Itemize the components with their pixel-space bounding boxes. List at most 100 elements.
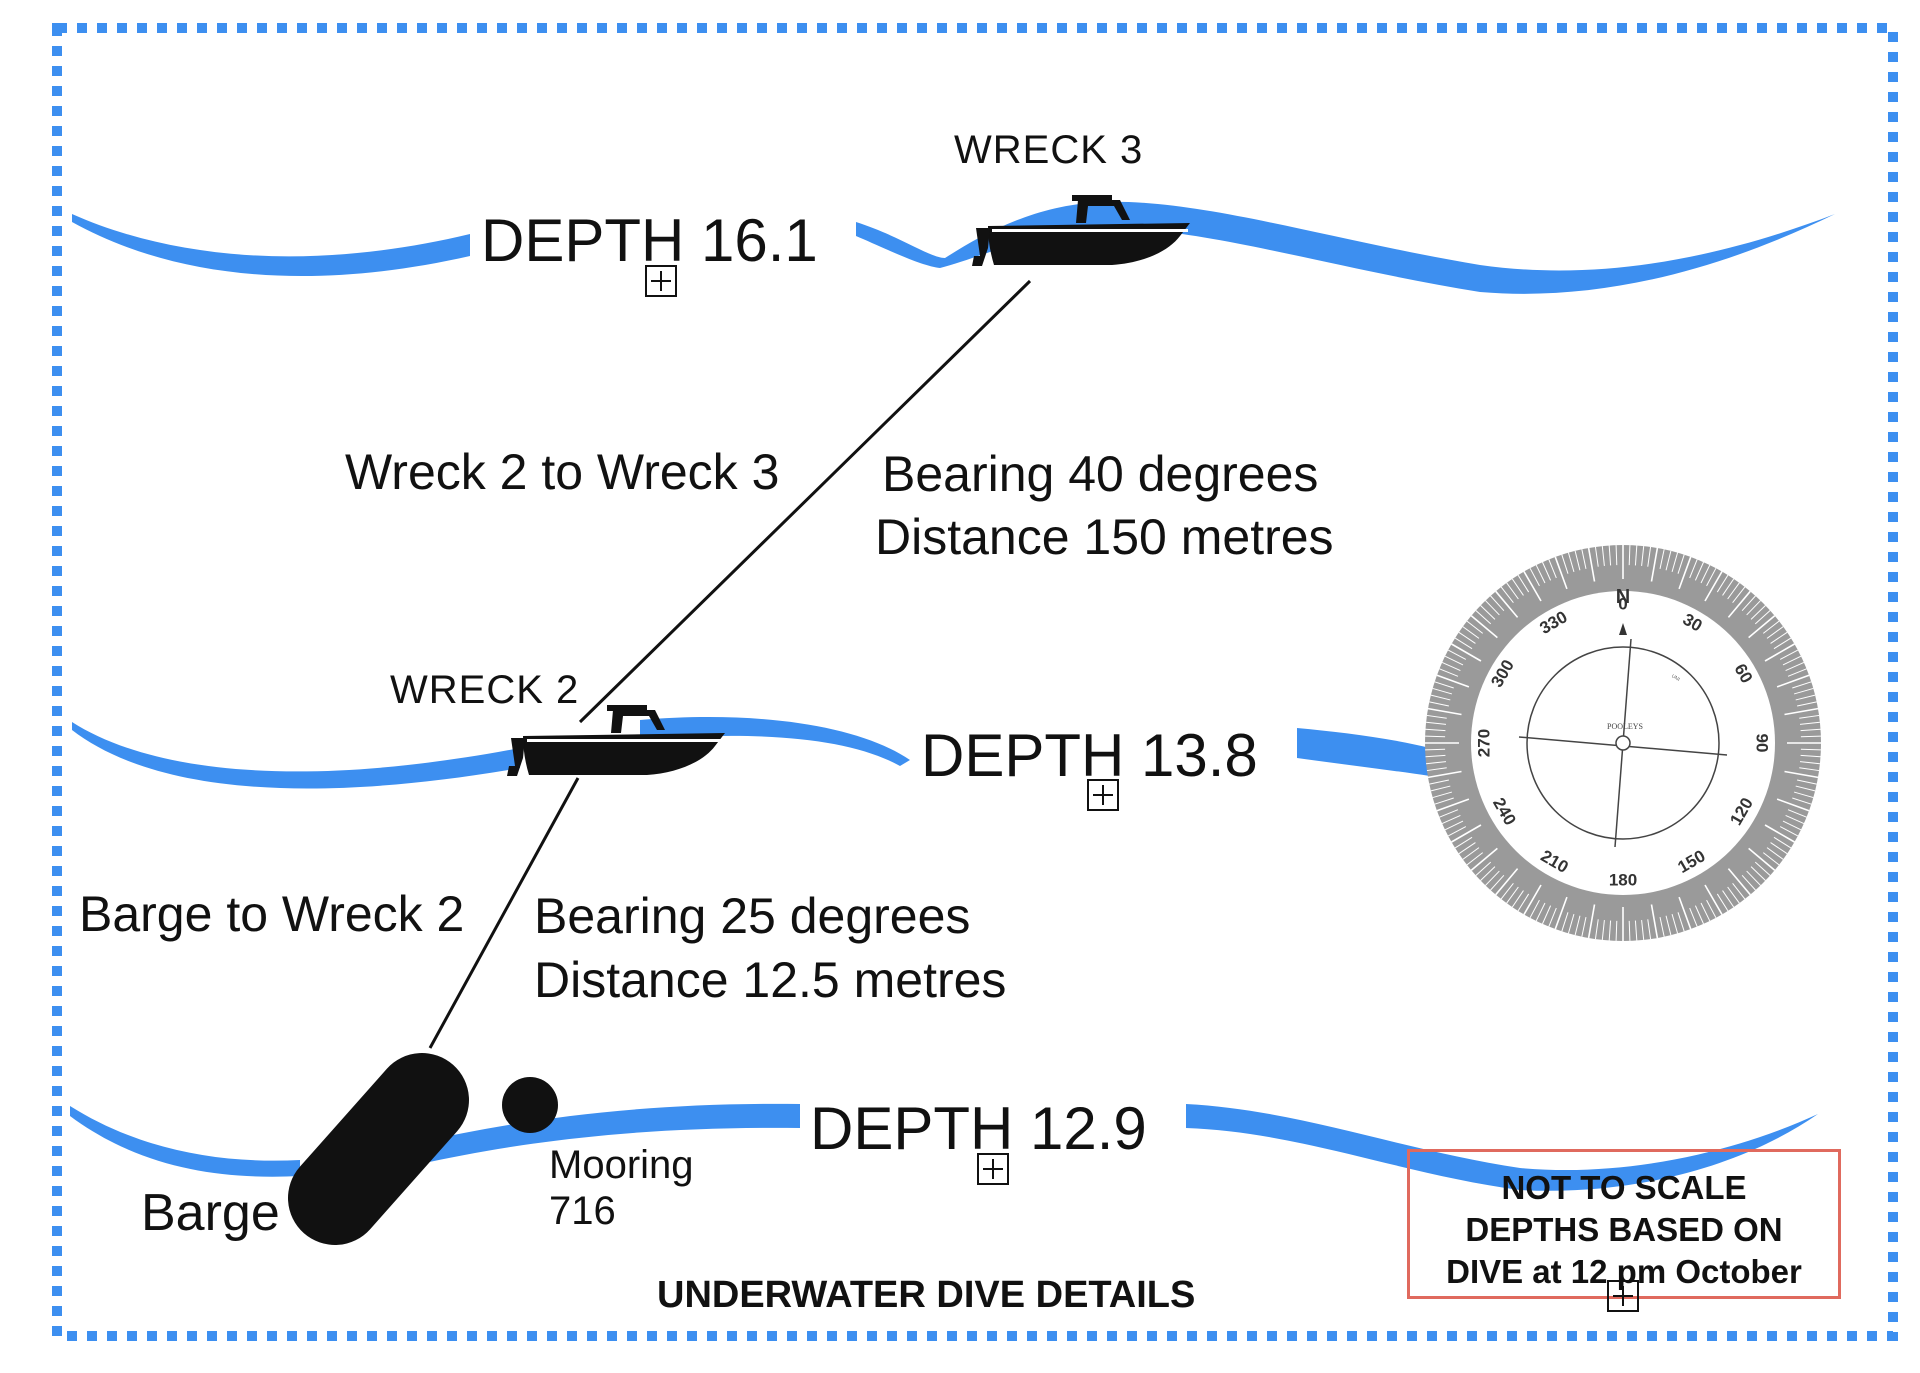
compass-tick — [1746, 600, 1761, 616]
compass-tick — [1694, 905, 1704, 925]
compass-tick — [1792, 681, 1812, 689]
compass-tick — [1797, 701, 1817, 707]
compass-tick — [1641, 546, 1645, 567]
compass-tick — [1779, 826, 1799, 837]
compass-tick — [1792, 797, 1812, 805]
compass-tick — [1535, 564, 1546, 584]
barge-label: Barge — [141, 1184, 280, 1242]
compass-tick — [1671, 913, 1679, 934]
compass-tick — [1485, 600, 1500, 616]
compass-tick — [1647, 919, 1652, 940]
compass-tick — [1634, 920, 1638, 941]
route-w2-w3-bearing: Bearing 40 degrees — [882, 446, 1319, 502]
compass-tick — [1762, 852, 1780, 866]
compass-tick — [1628, 545, 1631, 566]
compass-small-text: UNI — [1670, 673, 1680, 683]
compass-tick — [1517, 574, 1530, 593]
compass-tick — [1425, 754, 1446, 758]
barge-shape — [288, 1053, 469, 1245]
wreck3-boat-icon — [972, 195, 1190, 266]
compass-label-0: 0 — [1618, 594, 1627, 613]
compass-tick — [1678, 556, 1692, 590]
compass-tick — [1727, 868, 1751, 896]
compass-tick — [1776, 798, 1810, 812]
compass-tick — [1567, 913, 1575, 934]
compass-tick — [1594, 546, 1599, 567]
compass-tick — [1647, 546, 1652, 567]
compass-tick — [1800, 735, 1821, 738]
compass-tick — [1704, 884, 1723, 915]
compass-tick — [1641, 919, 1645, 940]
compass-tick — [1741, 874, 1756, 891]
compass-tick — [1426, 767, 1447, 772]
route-barge-w2-name: Barge to Wreck 2 — [79, 886, 465, 942]
compass-north-letter: N — [1616, 586, 1630, 608]
compass-tick — [1700, 902, 1711, 922]
compass-tick — [1581, 917, 1587, 937]
compass-tick — [1441, 814, 1461, 824]
mooring-label: Mooring — [549, 1143, 694, 1187]
compass-tick — [1511, 578, 1524, 596]
depth-13-8-label: DEPTH 13.8 — [921, 722, 1258, 789]
wreck2-boat-icon — [507, 705, 725, 776]
route-barge-w2-distance: Distance 12.5 metres — [534, 952, 1007, 1008]
compass-tick — [1766, 847, 1784, 860]
compass-tick — [1766, 626, 1784, 639]
compass-tick — [1784, 707, 1819, 716]
mooring-number: 716 — [549, 1189, 616, 1233]
compass-tick — [1727, 886, 1740, 904]
compass-tick — [1506, 886, 1519, 904]
compass-tick — [1425, 748, 1446, 751]
compass-tick — [1716, 893, 1729, 912]
water-band-mid-left — [72, 722, 520, 789]
compass-tick — [1750, 866, 1766, 881]
wreck2-label: WRECK 2 — [390, 668, 580, 712]
compass-tick — [1799, 767, 1820, 772]
compass-tick — [1554, 896, 1568, 930]
route-w2-w3-distance: Distance 150 metres — [875, 509, 1334, 565]
compass-tick — [1500, 586, 1514, 604]
compass-tick — [1762, 620, 1780, 634]
compass-tick — [1793, 687, 1814, 695]
compass-label-270: 270 — [1474, 729, 1493, 757]
compass-tick — [1432, 791, 1453, 799]
compass-tick — [1425, 735, 1446, 738]
compass-tick — [1677, 912, 1685, 932]
depth-12-9-marker-icon — [977, 1153, 1009, 1185]
compass-tick — [1776, 674, 1810, 688]
compass-tick — [1764, 643, 1795, 662]
depth-12-9-label: DEPTH 12.9 — [810, 1095, 1147, 1162]
compass-brand: POOLEYS — [1607, 722, 1643, 731]
compass-tick — [1462, 626, 1480, 639]
compass-tick — [1677, 554, 1685, 574]
compass-rose: N POOLEYS UNI 03060901201501802102402703… — [1425, 545, 1821, 941]
compass-north-pointer — [1619, 623, 1627, 635]
compass-tick — [1608, 920, 1612, 941]
compass-tick — [1475, 861, 1492, 876]
depth-16-1-label: DEPTH 16.1 — [481, 207, 818, 274]
compass-tick — [1659, 917, 1665, 937]
compass-tick — [1462, 847, 1480, 860]
compass-tick — [1746, 870, 1761, 886]
compass-tick — [1722, 890, 1735, 908]
compass-tick — [1485, 870, 1500, 886]
compass-tick — [1439, 809, 1459, 818]
route-line-wreck2-to-wreck3 — [578, 279, 1032, 724]
compass-tick — [1447, 649, 1467, 660]
compass-tick — [1548, 559, 1557, 579]
compass-tick — [1773, 836, 1792, 849]
compass-tick — [1799, 721, 1820, 725]
compass-tick — [1659, 549, 1665, 569]
compass-tick — [1615, 545, 1618, 566]
compass-tick — [1587, 904, 1596, 939]
compass-label-180: 180 — [1609, 870, 1637, 889]
note-line-2: DEPTHS BASED ON — [1465, 1211, 1783, 1248]
compass-tick — [1732, 586, 1746, 604]
compass-tick — [1430, 785, 1451, 792]
compass-inner-circle — [1526, 646, 1720, 840]
compass-label-90: 90 — [1753, 734, 1772, 753]
compass-tick — [1764, 824, 1795, 843]
compass-tick — [1716, 574, 1729, 593]
compass-tick — [1429, 701, 1449, 707]
